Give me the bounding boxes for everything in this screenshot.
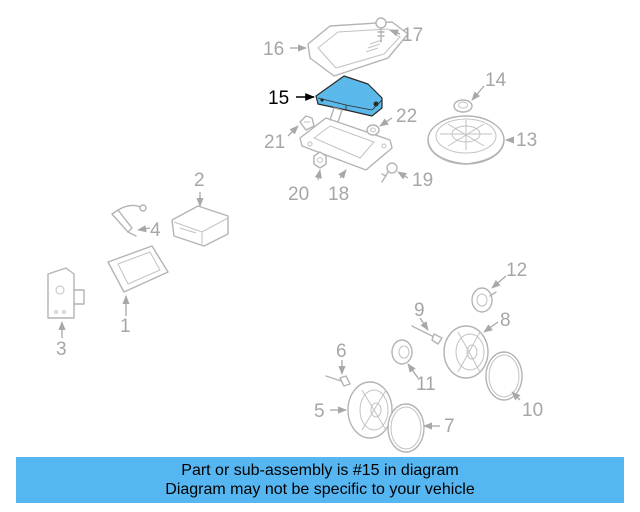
part-1-panel: [107, 245, 169, 293]
part-22-grommet: [366, 124, 380, 136]
part-15-control-module: [315, 75, 383, 117]
part-20-nut: [313, 151, 327, 169]
callout-13: 13: [516, 130, 537, 151]
part-12-connector: [471, 287, 497, 313]
callout-2: 2: [194, 170, 205, 191]
callout-8: 8: [500, 310, 511, 331]
callout-6: 6: [336, 341, 347, 362]
part-2-module: [171, 205, 229, 247]
part-21-clip: [299, 115, 315, 131]
parts-diagram: 16 17 15 14 13 22 21 19 20 18 2 4 1 3 12…: [47, 17, 543, 453]
part-4-cable: [111, 204, 147, 237]
callout-4: 4: [150, 220, 161, 241]
callout-11: 11: [416, 374, 436, 395]
callout-17: 17: [402, 25, 423, 46]
callout-leaders: [58, 29, 521, 430]
part-13-speaker: [427, 115, 505, 165]
part-6-screw: [325, 375, 351, 387]
part-7-ring: [387, 403, 425, 453]
callout-20: 20: [288, 184, 309, 205]
callout-12: 12: [506, 260, 527, 281]
callout-18: 18: [328, 184, 349, 205]
callout-labels: 16 17 15 14 13 22 21 19 20 18 2 4 1 3 12…: [56, 25, 543, 437]
callout-10: 10: [522, 400, 543, 421]
callout-21: 21: [264, 132, 285, 153]
part-3-bracket: [47, 267, 85, 319]
callout-9: 9: [414, 300, 425, 321]
info-banner: Part or sub-assembly is #15 in diagram D…: [16, 457, 624, 503]
part-9-screw: [411, 325, 443, 345]
part-5-speaker: [347, 381, 393, 439]
part-11-tweeter: [391, 339, 413, 365]
part-19-bolt: [381, 162, 398, 183]
banner-line-2: Diagram may not be specific to your vehi…: [165, 481, 475, 498]
part-16-cover: [307, 21, 409, 77]
part-14-grommet: [453, 99, 473, 113]
callout-7: 7: [444, 416, 455, 437]
callout-16: 16: [263, 39, 284, 60]
callout-14: 14: [485, 70, 507, 91]
callout-19: 19: [412, 170, 433, 191]
part-18-bracket: [299, 107, 393, 171]
part-10-ring: [485, 351, 523, 401]
callout-5: 5: [314, 401, 325, 422]
part-17-screw: [375, 17, 387, 43]
callout-1: 1: [120, 316, 131, 337]
callout-15: 15: [268, 88, 289, 109]
part-8-speaker: [443, 325, 489, 379]
callout-22: 22: [396, 106, 417, 127]
banner-line-1: Part or sub-assembly is #15 in diagram: [181, 462, 459, 479]
callout-3: 3: [56, 339, 67, 360]
